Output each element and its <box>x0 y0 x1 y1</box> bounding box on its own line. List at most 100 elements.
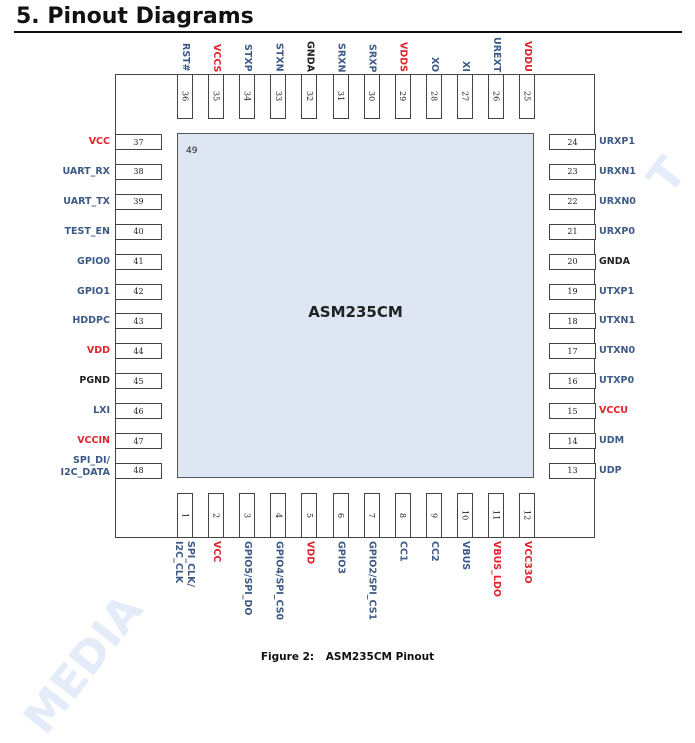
package-outline <box>115 74 595 538</box>
pin-label: VBUS_LDO <box>491 541 502 597</box>
heading-underline <box>14 31 682 33</box>
pin-box: 22 <box>549 193 596 210</box>
section-heading: 5. Pinout Diagrams <box>16 4 254 29</box>
figure-title: ASM235CM Pinout <box>325 651 435 663</box>
pin-label: VCC <box>88 136 110 147</box>
pin-label: URXP0 <box>599 225 635 237</box>
pin-label: URXP1 <box>599 136 635 147</box>
pin-label: UREXT <box>491 36 502 72</box>
pin-number: 4 <box>273 512 283 519</box>
pin-label: VCCS <box>211 43 223 72</box>
pin-label: SRXN <box>335 42 347 72</box>
pin-box: 34 <box>239 74 256 119</box>
pin-box: 20 <box>549 253 596 270</box>
pin-label: GNDA <box>304 41 316 72</box>
pin-label: VCC33O <box>522 541 534 584</box>
pin-number: 3 <box>242 512 252 519</box>
pin-box: 1 <box>177 493 193 538</box>
pin-label: UDP <box>599 464 622 476</box>
pin-label: LXI <box>93 405 110 417</box>
pin-box: 45 <box>115 373 162 390</box>
pin-number: 2 <box>211 512 221 519</box>
pin-number: 31 <box>336 91 345 102</box>
pin-box: 26 <box>488 74 504 119</box>
pin-box: 39 <box>115 193 162 210</box>
pin-label: STXP <box>242 44 254 72</box>
pin-box: 40 <box>115 223 162 240</box>
pin-number: 7 <box>367 512 377 519</box>
pin-box: 35 <box>208 74 225 119</box>
pin-number: 28 <box>429 91 439 102</box>
pin-box: 10 <box>456 493 473 538</box>
pin-box: 7 <box>363 493 380 538</box>
pin-box: 36 <box>177 74 193 119</box>
pin-label: UTXP0 <box>599 375 635 387</box>
pin-label: CC2 <box>428 541 440 562</box>
pin-box: 14 <box>549 433 596 449</box>
pin-label: CC1 <box>397 541 409 562</box>
pin-label: GPIO5/SPI_DO <box>242 541 254 616</box>
pin-box: 47 <box>115 433 162 449</box>
pin-label: GPIO3 <box>335 541 347 574</box>
pin-number: 30 <box>367 91 377 102</box>
pin-box: 23 <box>549 163 596 180</box>
pin-number: 33 <box>273 91 283 102</box>
pin-box: 42 <box>115 283 162 300</box>
pin-label: SRXP <box>366 43 378 72</box>
pin-label: UART_TX <box>63 195 110 207</box>
pin-number: 6 <box>336 512 345 519</box>
pin-box: 8 <box>394 493 411 538</box>
pin-label: GPIO2/SPI_CS1 <box>366 541 378 621</box>
pin-number: 25 <box>522 91 532 102</box>
pin-label: GPIO1 <box>77 285 110 297</box>
pin-label: SPI_DI/ I2C_DATA <box>60 454 110 478</box>
pin-label: TEST_EN <box>64 225 110 237</box>
pin-number: 35 <box>211 91 221 102</box>
pin-box: 9 <box>425 493 442 538</box>
pin-box: 21 <box>549 223 596 240</box>
pin-box: 48 <box>115 462 162 479</box>
pin-box: 5 <box>301 493 318 538</box>
watermark-right: T <box>637 147 695 204</box>
pin-number: 34 <box>242 91 252 102</box>
pin-label: GPIO0 <box>77 255 110 267</box>
pin-box: 2 <box>208 493 225 538</box>
pin-box: 41 <box>115 253 162 270</box>
pin-label: VCCIN <box>77 435 110 446</box>
pin-box: 25 <box>519 74 536 119</box>
pin-box: 12 <box>519 493 536 538</box>
pin-box: 43 <box>115 313 162 330</box>
pin-box: 17 <box>549 343 596 360</box>
pin-number: 8 <box>398 512 408 519</box>
pin-label: UTXN1 <box>599 315 636 327</box>
pin-number: 29 <box>398 91 408 102</box>
pin-number: 36 <box>180 91 190 102</box>
pin-label: VDDU <box>522 41 534 72</box>
pin-number: 12 <box>522 510 532 521</box>
pin-number: 1 <box>180 512 190 519</box>
pin-box: 3 <box>239 493 256 538</box>
pin-box: 37 <box>115 134 162 150</box>
pin-label: VDD <box>86 345 110 357</box>
pin-number: 10 <box>460 510 470 521</box>
pin-label: STXN <box>273 43 285 72</box>
pin-box: 13 <box>549 462 596 479</box>
pin-number: 11 <box>491 510 501 521</box>
pin-label: PGND <box>79 375 110 387</box>
pin-label: URXN0 <box>599 195 636 207</box>
pin-box: 29 <box>394 74 411 119</box>
pin-box: 33 <box>270 74 287 119</box>
pin-box: 19 <box>549 283 596 300</box>
pin-number: 32 <box>304 91 314 102</box>
pin-box: 32 <box>301 74 318 119</box>
pin-label: VBUS <box>459 541 471 571</box>
exposed-die-pad <box>177 133 534 478</box>
pin-label: RST# <box>180 43 191 72</box>
pin-box: 44 <box>115 343 162 360</box>
pin-label: UDM <box>599 435 625 446</box>
pin-label: SPI_CLK/ I2C_CLK <box>173 541 196 587</box>
pin-label: VCC <box>211 541 223 563</box>
pin-number: 27 <box>460 91 470 102</box>
pin-box: 15 <box>549 403 596 420</box>
pin-number: 5 <box>304 512 314 519</box>
